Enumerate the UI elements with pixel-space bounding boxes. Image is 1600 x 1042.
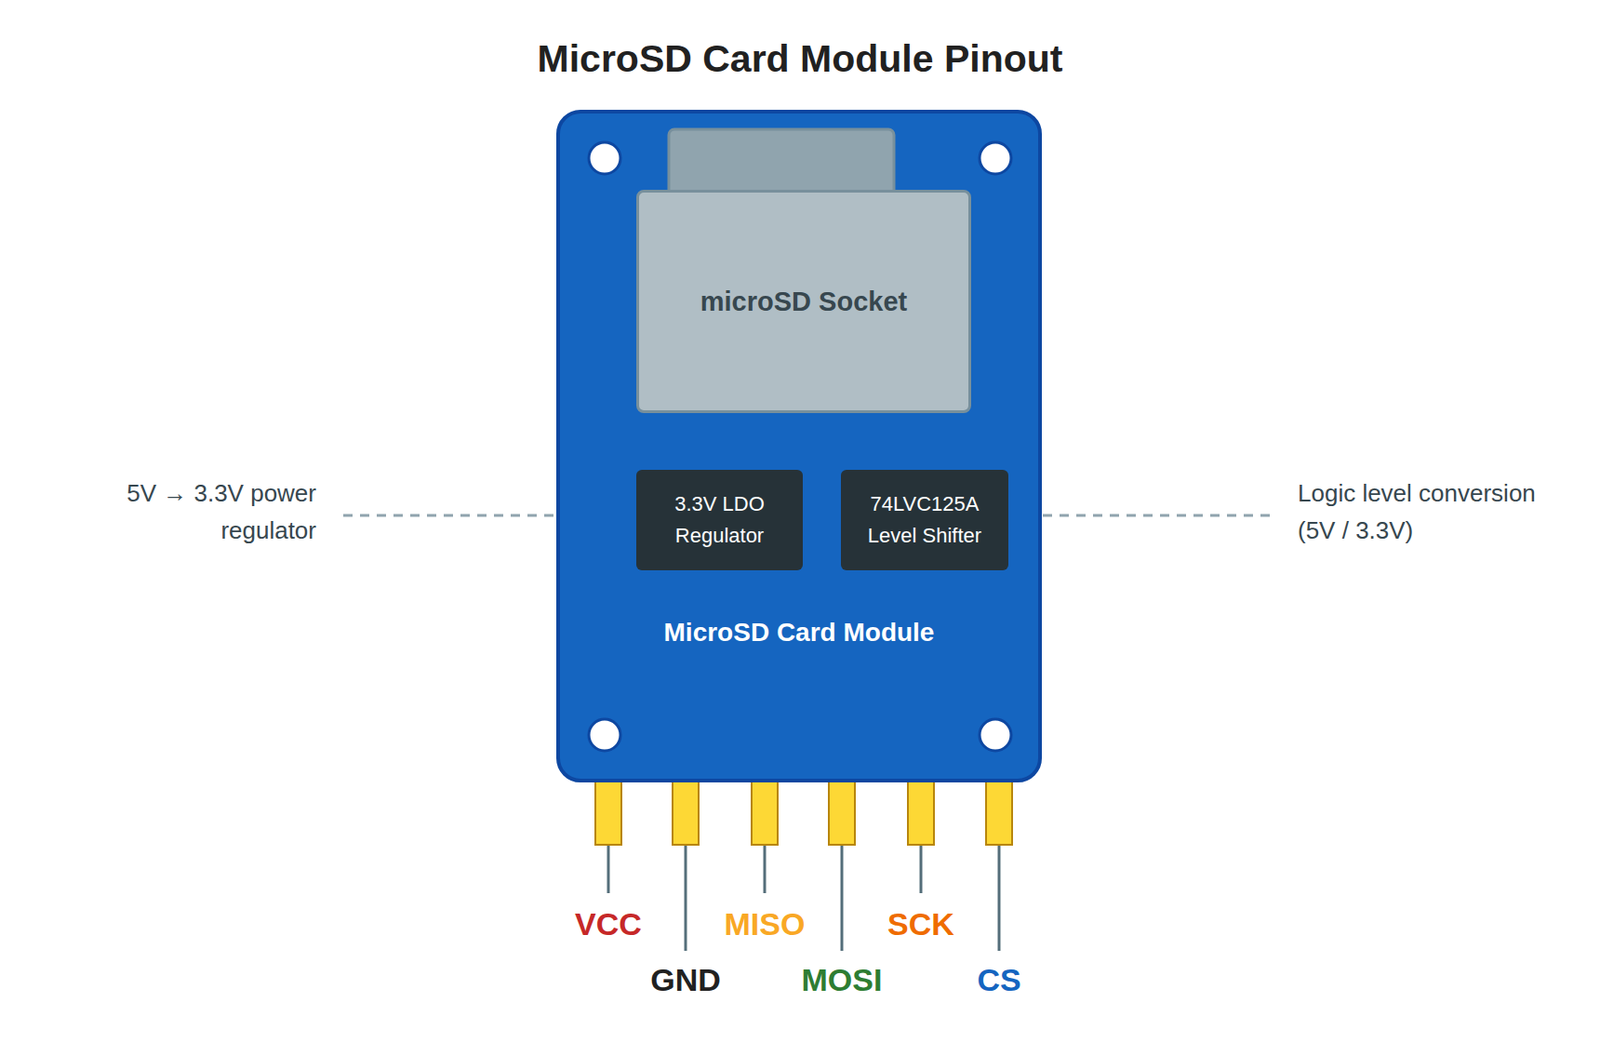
leader-line xyxy=(1042,514,1276,518)
module-board: MicroSD Card Module microSD Socket 3.3V LD… xyxy=(556,109,1042,783)
socket-label: microSD Socket xyxy=(700,286,907,318)
module-label: MicroSD Card Module xyxy=(560,617,1039,648)
title: MicroSD Card Module Pinout xyxy=(0,37,1600,81)
ldo-chip: 3.3V LDO Regulator xyxy=(636,469,803,571)
callout-note: 5V → 3.3V power regulator xyxy=(74,474,317,549)
chip-label: 74LVC125A Level Shifter xyxy=(859,488,990,552)
sd-socket: microSD Socket xyxy=(636,189,972,414)
leader-line xyxy=(343,514,557,518)
pin-label: MISO xyxy=(724,906,806,943)
pin-label: CS xyxy=(976,961,1021,999)
pin-label: SCK xyxy=(887,906,955,943)
pin-label: MOSI xyxy=(801,961,883,999)
level-shifter-chip: 74LVC125A Level Shifter xyxy=(840,469,1009,571)
pin-label: VCC xyxy=(574,906,642,943)
callout-note: Logic level conversion (5V / 3.3V) xyxy=(1297,474,1575,549)
header-pins xyxy=(595,777,1013,951)
chip-label: 3.3V LDO Regulator xyxy=(654,488,786,552)
pin-label: GND xyxy=(650,961,721,999)
